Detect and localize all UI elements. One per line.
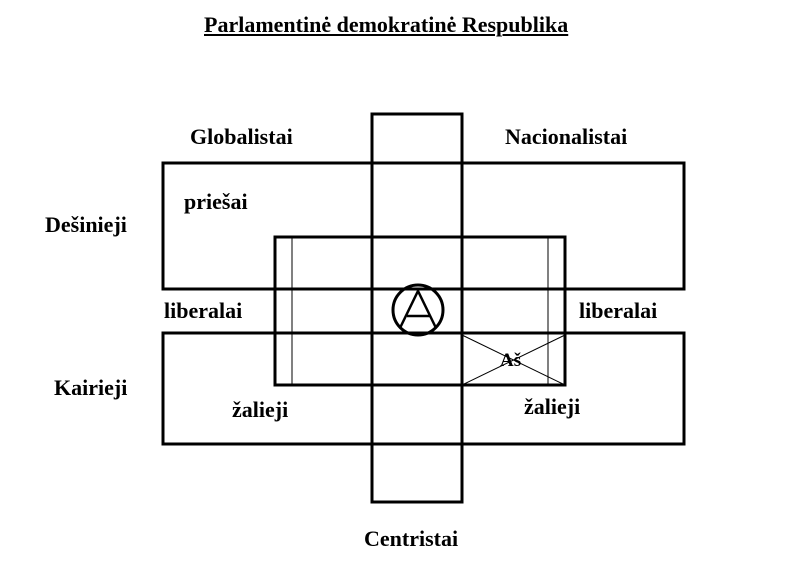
center-column-box bbox=[370, 112, 464, 504]
cross-line-2 bbox=[461, 334, 566, 386]
label-globalists: Globalistai bbox=[190, 124, 293, 149]
left-wing-box bbox=[161, 331, 686, 446]
diagram-title: Parlamentinė demokratinė Respublika bbox=[204, 12, 569, 37]
anarchy-icon bbox=[391, 283, 445, 337]
liberal-box bbox=[273, 235, 567, 387]
label-left: Kairieji bbox=[54, 375, 128, 400]
label-liberals-right: liberalai bbox=[579, 298, 658, 323]
label-centrists: Centristai bbox=[364, 526, 459, 551]
label-me: Aš bbox=[500, 350, 522, 371]
right-wing-box bbox=[161, 161, 686, 291]
label-enemies: priešai bbox=[184, 189, 248, 214]
label-liberals-left: liberalai bbox=[164, 298, 243, 323]
label-right: Dešinieji bbox=[45, 212, 127, 237]
label-greens-left: žalieji bbox=[232, 397, 289, 422]
label-nationalists: Nacionalistai bbox=[505, 124, 628, 149]
label-greens-right: žalieji bbox=[524, 394, 581, 419]
